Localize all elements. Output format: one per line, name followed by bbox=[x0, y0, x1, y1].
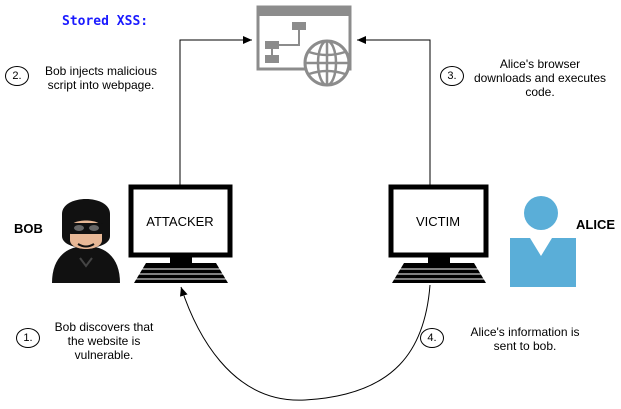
victim-computer-icon bbox=[388, 184, 489, 283]
attacker-computer-icon bbox=[128, 184, 233, 283]
step-2-badge: 2. bbox=[5, 66, 29, 86]
step-2-label: Bob injects malicious script into webpag… bbox=[44, 64, 158, 92]
step-3-label: Alice's browser downloads and executes c… bbox=[473, 57, 607, 99]
arrow-victim-to-attacker bbox=[179, 284, 431, 401]
step-1-label: Bob discovers that the website is vulner… bbox=[54, 320, 154, 362]
web-server-icon bbox=[256, 5, 352, 87]
arrow-victim-to-webpage bbox=[357, 36, 431, 186]
arrow-attacker-to-webpage bbox=[179, 36, 252, 186]
attacker-screen-label: ATTACKER bbox=[146, 214, 214, 229]
hacker-icon bbox=[52, 199, 120, 283]
step-4-label: Alice's information is sent to bob. bbox=[470, 325, 580, 353]
victim-name: ALICE bbox=[576, 217, 615, 232]
diagram-title: Stored XSS: bbox=[62, 14, 149, 29]
attacker-name: BOB bbox=[14, 221, 43, 236]
step-3-badge: 3. bbox=[440, 66, 464, 86]
step-1-badge: 1. bbox=[16, 328, 40, 348]
victim-screen-label: VICTIM bbox=[415, 214, 461, 229]
step-4-badge: 4. bbox=[420, 328, 444, 348]
person-icon bbox=[510, 196, 576, 287]
